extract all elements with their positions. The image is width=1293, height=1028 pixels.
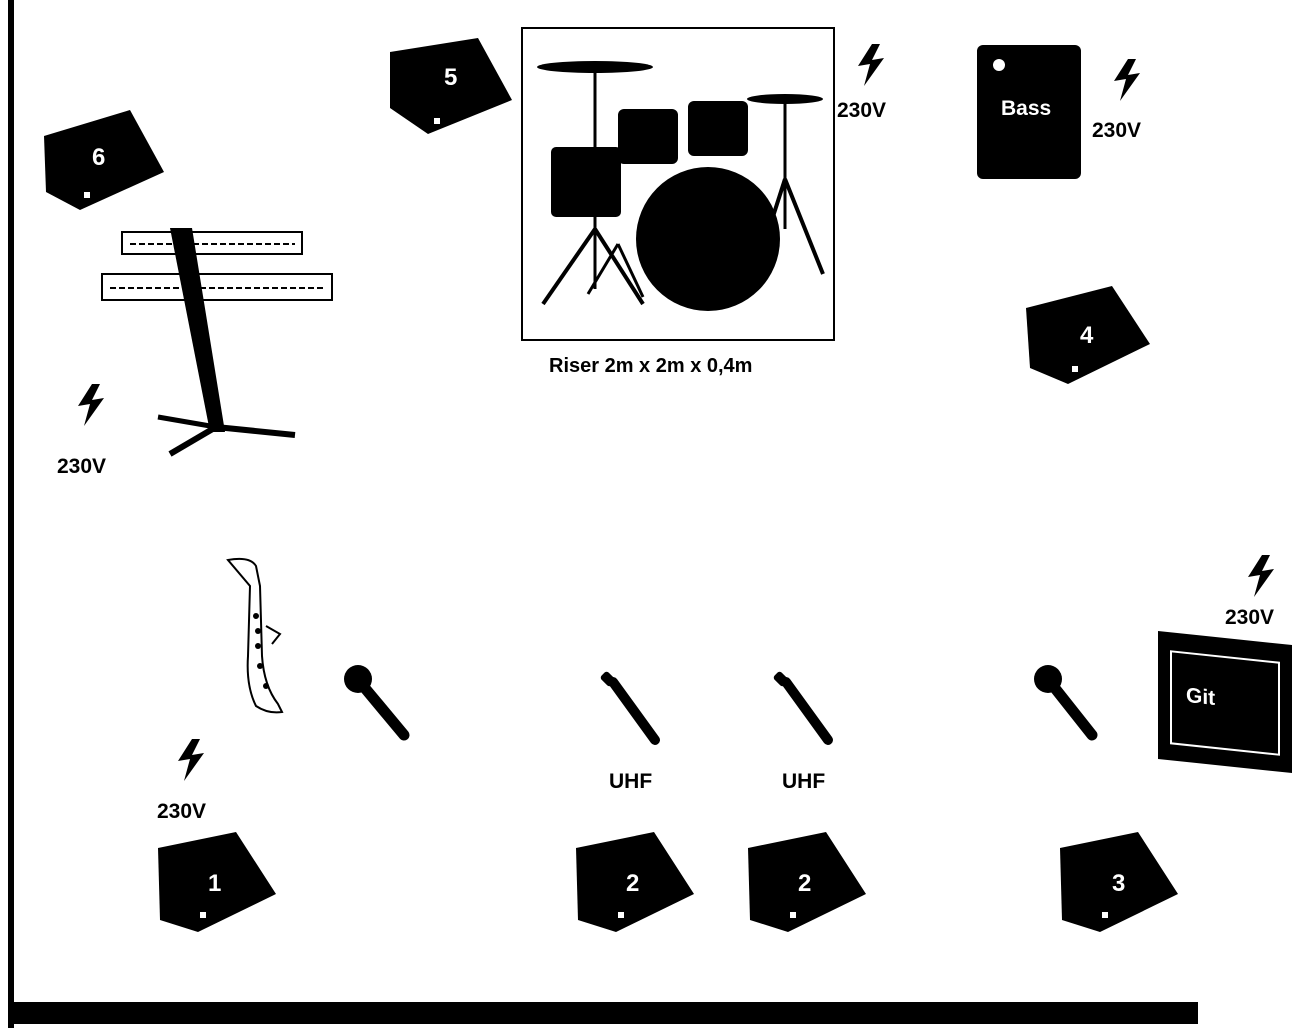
wireless-mic-icon [603,670,663,750]
monitor-2-right: 2 [746,832,866,932]
monitor-number: 4 [1080,322,1093,350]
power-icon [1106,57,1146,103]
power-label-bass: 230V [1092,119,1141,143]
monitor-3: 3 [1058,832,1178,932]
power-label-drums: 230V [837,99,886,123]
wireless-mic-icon [776,670,836,750]
vocal-mic-icon [1032,663,1102,743]
amp-logo-icon [993,59,1005,71]
stage-front-border [8,1002,1198,1024]
uhf-label-left: UHF [609,770,652,794]
drum-riser [521,27,835,341]
keyboard-stand-icon [100,222,340,462]
stage-left-border [8,0,14,1028]
bass-amp: Bass [977,45,1081,179]
saxophone-icon [220,556,300,716]
power-icon [1240,553,1280,599]
drum-kit-icon [523,29,833,339]
monitor-6: 6 [40,110,164,210]
monitor-number: 3 [1112,870,1125,898]
monitor-number: 2 [798,870,811,898]
monitor-number: 1 [208,870,221,898]
bass-amp-label: Bass [1001,97,1051,121]
power-icon [170,737,210,783]
monitor-number: 2 [626,870,639,898]
uhf-label-right: UHF [782,770,825,794]
power-label-sax: 230V [157,800,206,824]
monitor-number: 5 [444,64,457,92]
vocal-mic-icon [342,663,412,743]
guitar-amp: Git [1158,631,1292,773]
power-label-keys: 230V [57,455,106,479]
guitar-amp-label: Git [1186,684,1215,711]
monitor-number: 6 [92,144,105,172]
power-icon [850,42,890,88]
riser-caption: Riser 2m x 2m x 0,4m [549,355,752,378]
monitor-2-left: 2 [574,832,694,932]
monitor-4: 4 [1026,286,1150,384]
power-label-guitar: 230V [1225,606,1274,630]
monitor-1: 1 [156,832,276,932]
monitor-5: 5 [388,38,512,134]
